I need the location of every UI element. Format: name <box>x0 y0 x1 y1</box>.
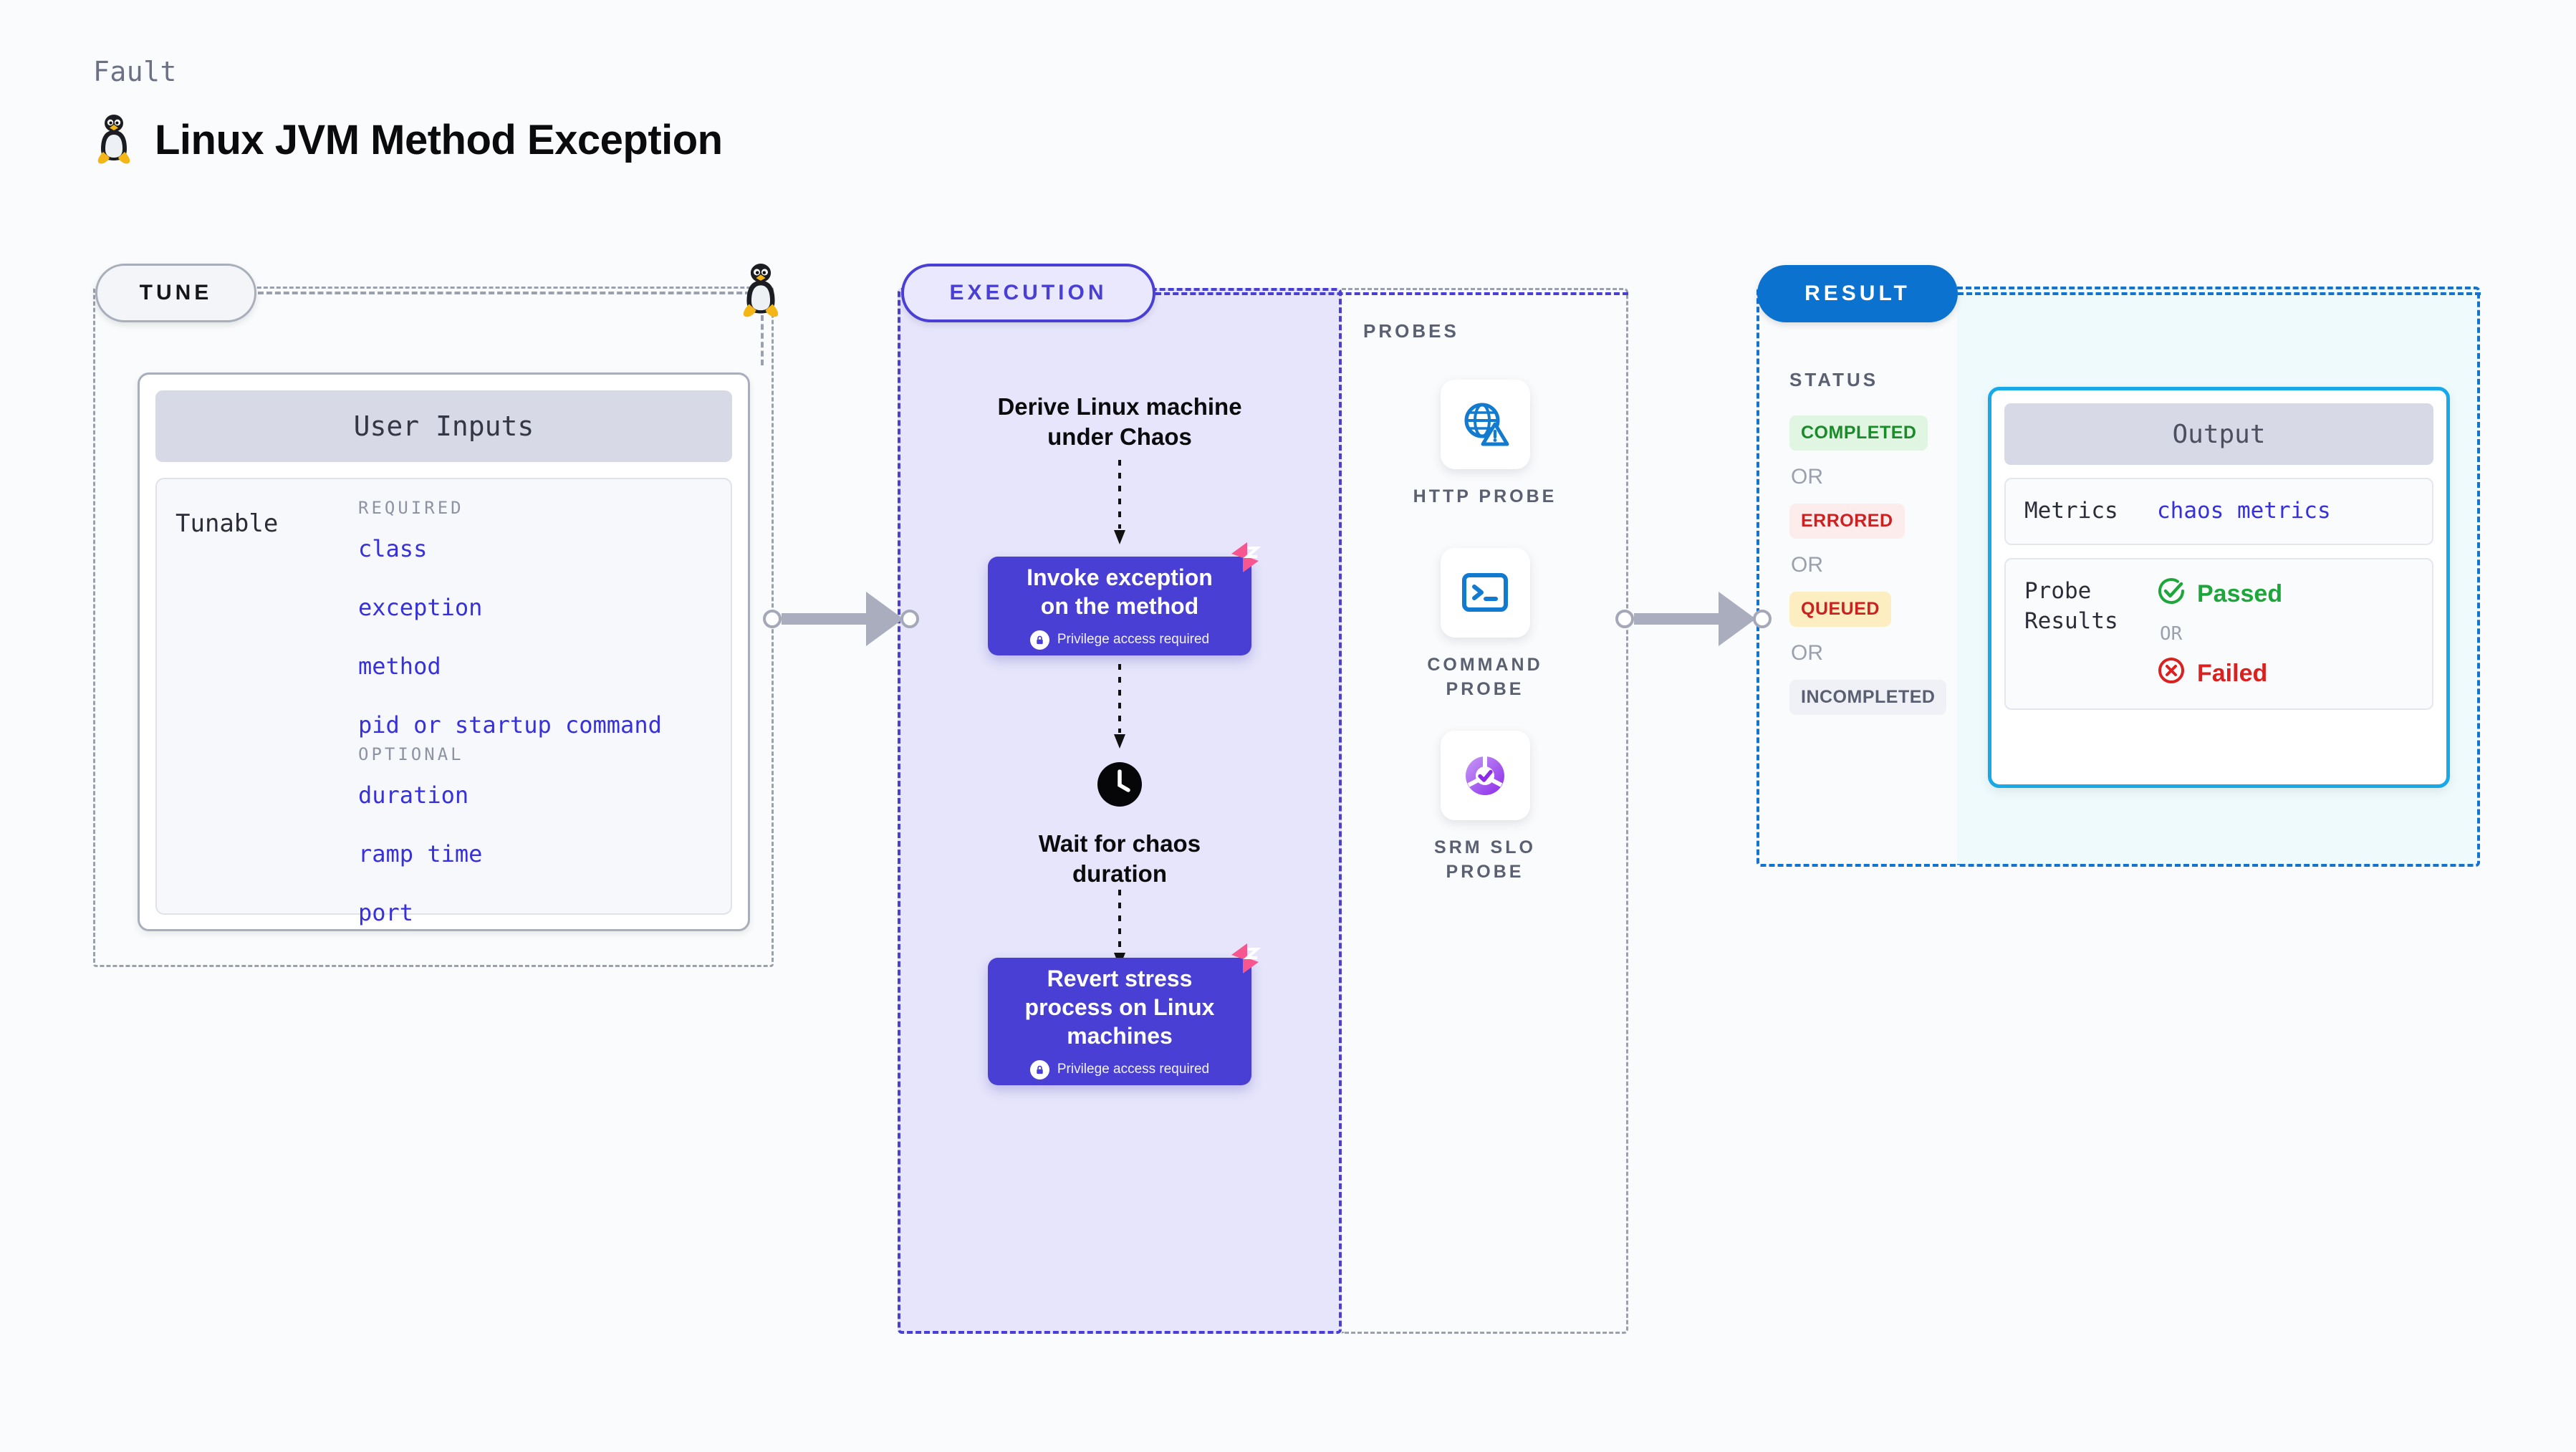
status-or-3: OR <box>1791 641 1823 665</box>
probe-result-or: OR <box>2160 622 2183 645</box>
probe-result-failed: Failed <box>2157 656 2282 691</box>
linux-tux-icon <box>93 115 135 165</box>
tux-stem-line <box>761 315 764 365</box>
execution-pill[interactable]: EXECUTION <box>901 264 1155 322</box>
status-badge-incompleted: INCOMPLETED <box>1789 680 1947 715</box>
probe-srm-slo-label: SRM SLO PROBE <box>1434 837 1536 882</box>
probe-http-label: HTTP PROBE <box>1413 486 1557 506</box>
status-list: COMPLETED OR ERRORED OR QUEUED OR INCOMP… <box>1789 415 1969 715</box>
tunable-group-required-title: REQUIRED <box>358 498 464 518</box>
connector-end-dot <box>900 610 919 628</box>
status-badge-queued: QUEUED <box>1789 592 1891 627</box>
status-badge-completed: COMPLETED <box>1789 415 1928 451</box>
output-metrics-value[interactable]: chaos metrics <box>2157 498 2331 524</box>
probe-command-label: COMMAND PROBE <box>1427 655 1543 699</box>
linux-tux-badge-icon <box>738 264 784 322</box>
tune-pill[interactable]: TUNE <box>95 264 256 322</box>
tunable-list: REQUIRED class exception method pid or s… <box>358 498 662 926</box>
clock-icon <box>1096 761 1143 812</box>
probe-result-passed-label: Passed <box>2197 580 2283 607</box>
tunable-item-duration[interactable]: duration <box>358 782 469 809</box>
tunable-item-exception[interactable]: exception <box>358 594 483 621</box>
tunable-box: Tunable REQUIRED class exception method … <box>155 478 732 926</box>
tune-leader-line <box>258 292 759 294</box>
status-or-1: OR <box>1791 465 1823 489</box>
harness-logo-icon <box>1226 939 1264 981</box>
flow-arrow-3 <box>1114 890 1125 967</box>
output-metrics-row: Metrics chaos metrics <box>2004 478 2433 545</box>
connector-arrowhead <box>1719 592 1756 646</box>
tunable-group-optional-title: OPTIONAL <box>358 744 464 764</box>
user-inputs-title: User Inputs <box>155 390 732 462</box>
output-card: Output Metrics chaos metrics Probe Resul… <box>1988 387 2450 788</box>
lock-icon <box>1029 630 1049 650</box>
output-probe-results-row: Probe Results Passed OR <box>2004 557 2433 710</box>
connector-end-dot <box>1753 610 1772 628</box>
tunable-item-method[interactable]: method <box>358 653 441 680</box>
connector-tune-to-execution <box>763 592 919 646</box>
terminal-icon <box>1440 548 1530 638</box>
connector-start-dot <box>763 610 782 628</box>
step-revert-stress-privilege-note: Privilege access required <box>1029 1059 1210 1080</box>
flow-arrow-1 <box>1114 460 1125 544</box>
connector-start-dot <box>1615 610 1634 628</box>
connector-probes-to-result <box>1615 592 1772 646</box>
flow-arrow-2 <box>1114 664 1125 749</box>
tunable-item-pid-or-startup-command[interactable]: pid or startup command <box>358 711 662 739</box>
lock-icon <box>1029 1059 1049 1080</box>
probe-http[interactable]: HTTP PROBE <box>1406 380 1564 509</box>
privilege-note-text-1: Privilege access required <box>1057 632 1210 647</box>
output-metrics-key: Metrics <box>2024 498 2118 524</box>
tunable-item-class[interactable]: class <box>358 535 428 562</box>
x-circle-icon <box>2157 656 2186 691</box>
output-title: Output <box>2004 403 2433 465</box>
probes-title: PROBES <box>1363 320 1459 342</box>
tunable-item-ramp-time[interactable]: ramp time <box>358 840 483 867</box>
status-badge-errored: ERRORED <box>1789 504 1905 539</box>
status-zone <box>1756 287 1957 867</box>
user-inputs-card: User Inputs Tunable REQUIRED class excep… <box>138 372 750 931</box>
fault-kicker: Fault <box>93 56 177 87</box>
result-leader-line <box>1958 292 2481 295</box>
probe-result-passed: Passed <box>2157 577 2282 612</box>
output-probe-results-key: Probe Results <box>2024 577 2118 634</box>
result-pill[interactable]: RESULT <box>1757 265 1958 322</box>
harness-logo-icon <box>1226 538 1264 580</box>
page-title: Linux JVM Method Exception <box>155 116 723 163</box>
probe-result-failed-label: Failed <box>2197 659 2268 687</box>
status-or-2: OR <box>1791 553 1823 577</box>
globe-warning-icon <box>1440 380 1530 469</box>
step-invoke-exception-privilege-note: Privilege access required <box>1029 630 1210 650</box>
connector-bar <box>782 613 868 625</box>
privilege-note-text-2: Privilege access required <box>1057 1062 1210 1077</box>
probe-srm-slo[interactable]: SRM SLO PROBE <box>1406 731 1564 885</box>
connector-arrowhead <box>866 592 903 646</box>
check-circle-icon <box>2157 577 2186 612</box>
output-probe-results-values: Passed OR Failed <box>2157 577 2282 691</box>
status-title: STATUS <box>1789 369 1879 390</box>
connector-bar <box>1634 613 1720 625</box>
probe-command[interactable]: COMMAND PROBE <box>1406 548 1564 702</box>
tunable-item-port[interactable]: port <box>358 899 414 926</box>
slo-donut-check-icon <box>1440 731 1530 820</box>
page-title-row: Linux JVM Method Exception <box>93 115 723 165</box>
execution-leader-line <box>1155 292 1628 295</box>
tunable-label: Tunable <box>176 509 279 538</box>
